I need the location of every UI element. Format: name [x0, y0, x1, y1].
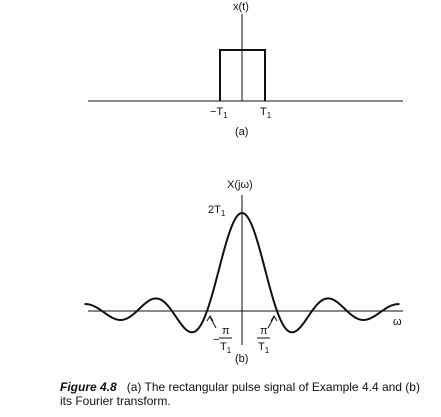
- panel-a-neg-tick: −T1: [210, 106, 228, 120]
- rectangular-pulse: [219, 49, 266, 101]
- pos-tick-arrow: [267, 316, 275, 329]
- panel-a-pos-tick: T1: [260, 106, 272, 120]
- panel-b-y-label: X(jω): [227, 179, 253, 191]
- panel-b-neg-tick: − π T1: [206, 315, 232, 355]
- panel-b: X(jω) 2T1 ω − π T1 π T1 (b): [84, 179, 403, 365]
- caption-text: (a) The rectangular pulse signal of Exam…: [60, 380, 420, 408]
- panel-b-peak-label: 2T1: [208, 204, 226, 218]
- figure-label: Figure 4.8: [60, 380, 117, 394]
- pos-tick-numerator: π: [260, 325, 268, 337]
- panel-b-label: (b): [235, 353, 248, 365]
- panel-b-pos-tick: π T1: [257, 315, 278, 355]
- neg-tick-denominator: T1: [220, 341, 232, 355]
- pos-tick-denominator: T1: [258, 341, 270, 355]
- panel-a: x(t) −T1 T1 (a): [88, 1, 403, 138]
- pos-tick-arrowhead: [270, 315, 278, 322]
- panel-a-y-label: x(t): [233, 1, 249, 13]
- sinc-spectrum-curve: [84, 211, 400, 334]
- neg-tick-arrowhead: [206, 315, 214, 322]
- neg-tick-arrow: [209, 316, 217, 329]
- figure-caption: Figure 4.8 (a) The rectangular pulse sig…: [60, 380, 435, 408]
- neg-tick-numerator: π: [222, 325, 230, 337]
- panel-a-label: (a): [235, 126, 248, 138]
- panel-b-x-label: ω: [393, 316, 402, 328]
- neg-tick-sign: −: [213, 334, 219, 346]
